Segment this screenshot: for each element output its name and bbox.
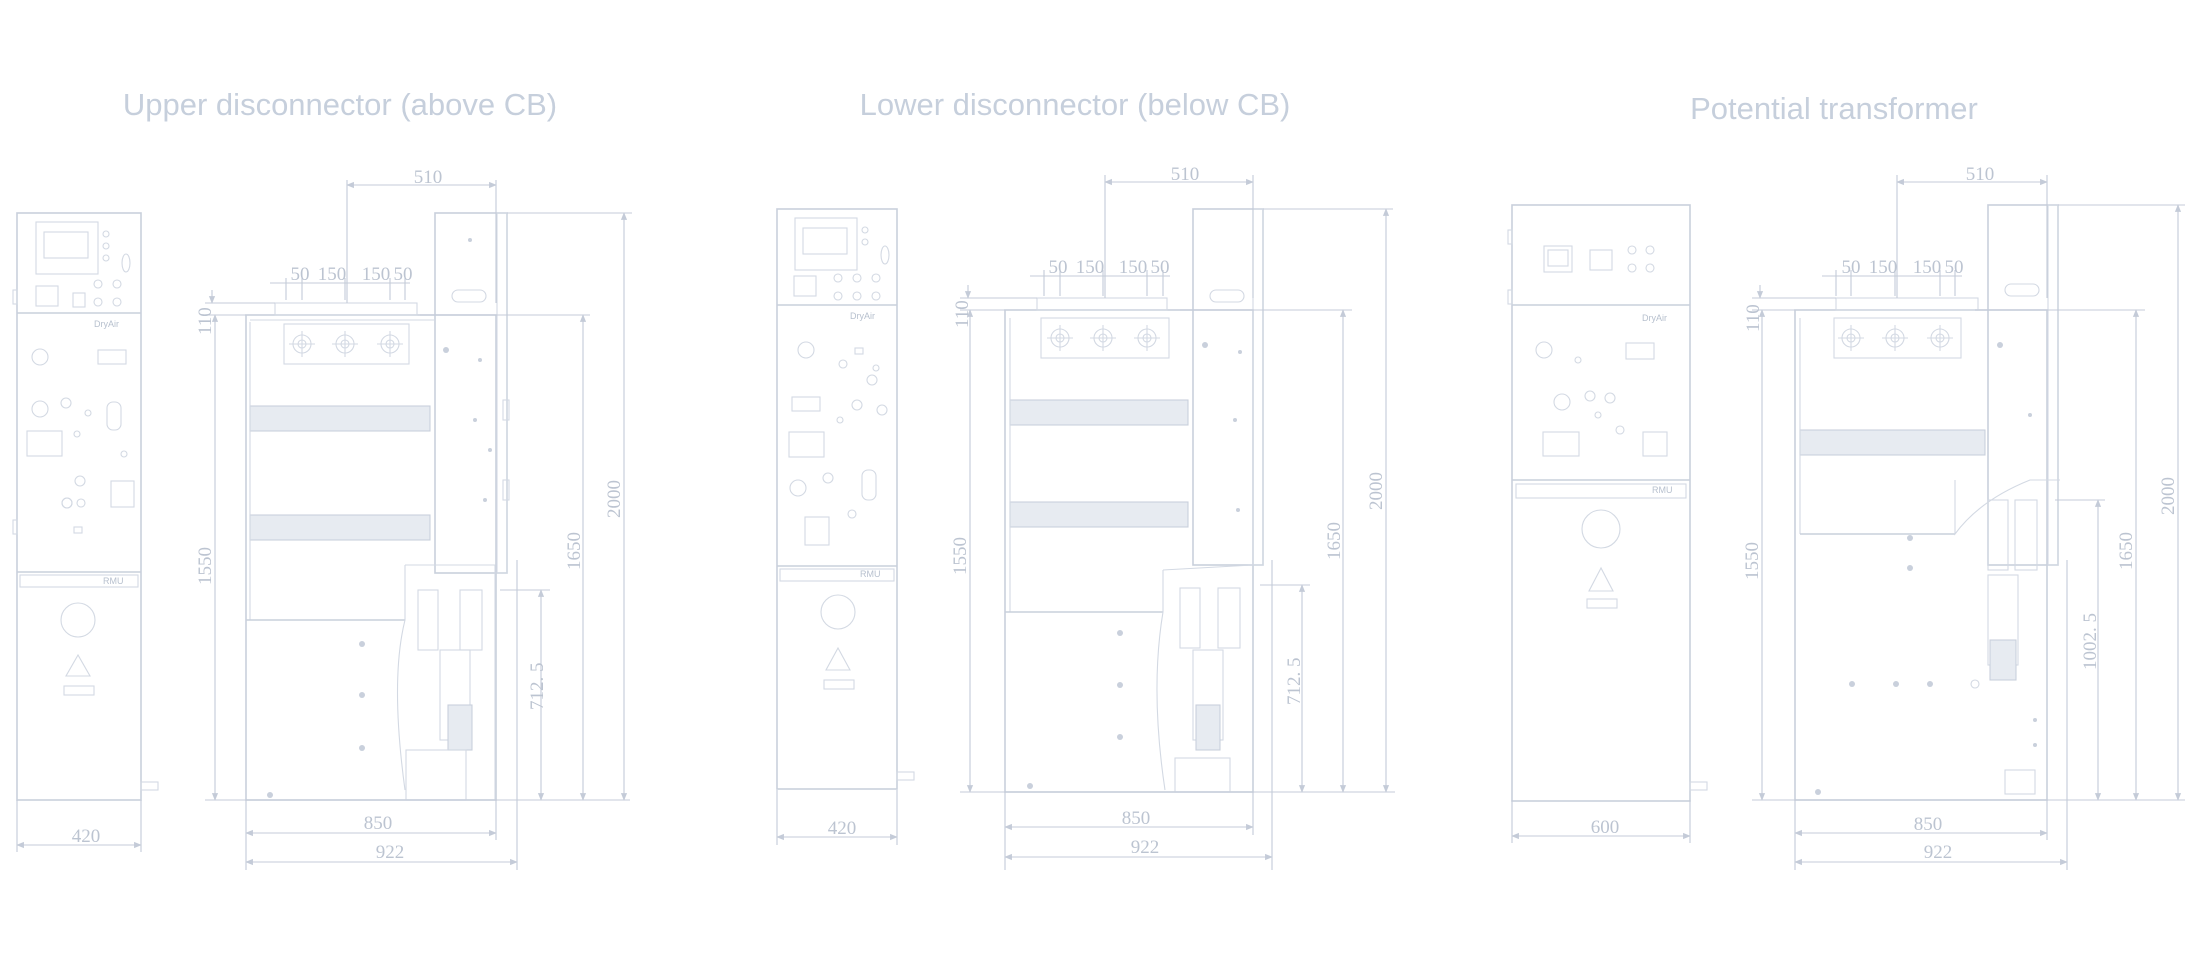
dim-offset-4: 50 [394, 264, 413, 285]
dim-top-width: 510 [1171, 164, 1200, 185]
dim-offset-2: 150 [1076, 257, 1105, 278]
brand-label: DryAir [1642, 313, 1667, 323]
dim-top-width: 510 [1966, 164, 1995, 185]
dim-offset-3: 150 [1119, 257, 1148, 278]
dim-h-left: 1550 [950, 537, 971, 575]
dim-side-outer: 922 [1131, 837, 1160, 858]
section-title: Upper disconnector (above CB) [123, 87, 557, 122]
dim-offset-2: 150 [318, 264, 347, 285]
dim-h-mid: 1002. 5 [2080, 613, 2101, 670]
dim-h-small: 110 [1743, 304, 1764, 332]
dim-h-right2: 2000 [604, 480, 625, 518]
nameplate: RMU [860, 569, 881, 579]
dim-h-right1: 1650 [2116, 532, 2137, 570]
dim-h-left: 1550 [1742, 542, 1763, 580]
dim-h-right2: 2000 [2158, 477, 2179, 515]
dim-offset-1: 50 [1049, 257, 1068, 278]
front-view: DryAir RMU [12, 212, 159, 801]
dim-front-width: 420 [72, 826, 101, 847]
section-upper-disconnector: Upper disconnector (above CB) DryAir [12, 87, 632, 870]
side-view [1004, 208, 1264, 793]
dim-offset-4: 50 [1151, 257, 1170, 278]
dim-offset-1: 50 [291, 264, 310, 285]
section-lower-disconnector: Lower disconnector (below CB) DryAir [776, 87, 1395, 870]
section-title: Potential transformer [1690, 91, 1978, 126]
nameplate: RMU [1652, 485, 1673, 495]
front-view: DryAir RMU [1507, 204, 1708, 802]
dim-side-inner: 850 [364, 813, 393, 834]
dim-h-right1: 1650 [564, 532, 585, 570]
dim-offset-3: 150 [1913, 257, 1942, 278]
dim-side-outer: 922 [376, 842, 405, 863]
nameplate: RMU [103, 576, 124, 586]
dim-offset-3: 150 [362, 264, 391, 285]
dim-h-right1: 1650 [1324, 522, 1345, 560]
side-view [245, 212, 510, 801]
dim-side-inner: 850 [1122, 808, 1151, 829]
brand-label: DryAir [94, 319, 119, 329]
dim-side-inner: 850 [1914, 814, 1943, 835]
brand-label: DryAir [850, 311, 875, 321]
dim-front-width: 600 [1591, 817, 1620, 838]
dim-h-left: 1550 [195, 547, 216, 585]
section-potential-transformer: Potential transformer DryAir RMU [1507, 91, 2185, 870]
dim-h-mid: 712. 5 [1284, 658, 1305, 706]
dim-offset-1: 50 [1842, 257, 1861, 278]
side-view [1794, 204, 2060, 801]
dim-side-outer: 922 [1924, 842, 1953, 863]
dim-h-right2: 2000 [1366, 472, 1387, 510]
dim-offset-2: 150 [1869, 257, 1898, 278]
dim-front-width: 420 [828, 818, 857, 839]
front-view: DryAir RMU [776, 208, 915, 790]
dim-h-small: 110 [195, 307, 216, 335]
dim-top-width: 510 [414, 167, 443, 188]
section-title: Lower disconnector (below CB) [860, 87, 1291, 122]
dim-offset-4: 50 [1945, 257, 1964, 278]
dim-h-mid: 712. 5 [527, 663, 548, 711]
